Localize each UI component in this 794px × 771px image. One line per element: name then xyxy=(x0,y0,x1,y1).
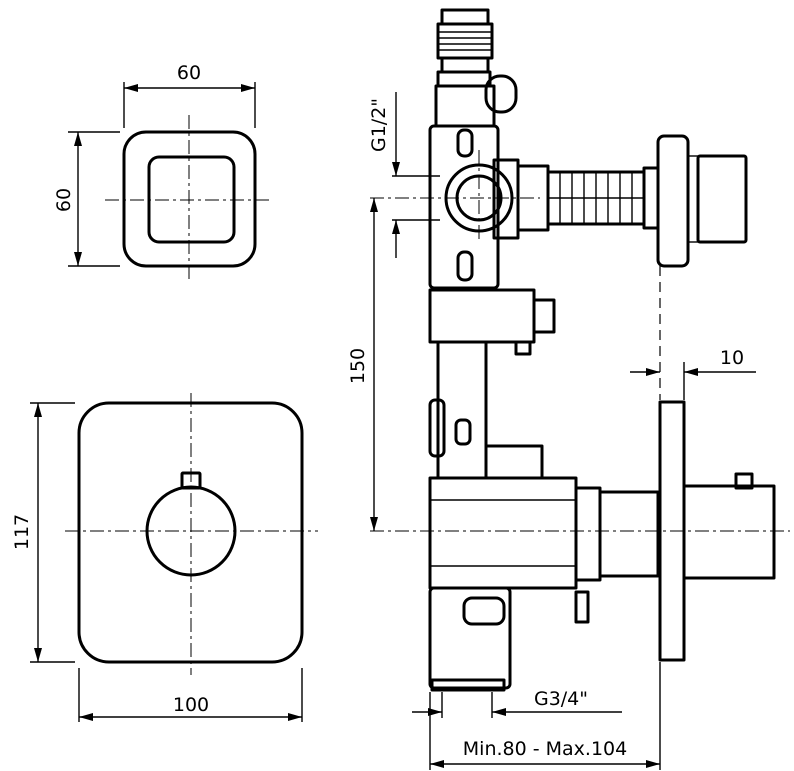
dim-label-small-height: 60 xyxy=(53,188,75,212)
bottom-outlet-body xyxy=(428,586,512,690)
dim-small-plate-height: 60 xyxy=(53,131,120,267)
dim-large-plate-height: 117 xyxy=(11,402,75,663)
dim-flange-thickness: 10 xyxy=(630,347,756,400)
dim-top-inlet-thread: G1/2" xyxy=(368,92,440,258)
dim-bottom-outlet-thread: G3/4" xyxy=(412,688,622,718)
valve-side-view xyxy=(370,8,790,692)
upper-knob xyxy=(696,154,748,244)
dim-wall-depth: Min.80 - Max.104 xyxy=(429,662,661,770)
dim-label-spacing: 150 xyxy=(347,348,369,384)
top-side-knob xyxy=(484,74,518,114)
dim-label-flange: 10 xyxy=(720,347,744,369)
dim-label-large-height: 117 xyxy=(11,514,33,550)
dim-label-bottom-thread: G3/4" xyxy=(534,688,588,710)
dim-large-plate-width: 100 xyxy=(78,668,303,722)
upper-block xyxy=(428,124,500,290)
mid-block xyxy=(428,288,536,344)
lower-knob xyxy=(682,484,776,580)
upper-flange xyxy=(656,134,690,268)
dim-small-plate-width: 60 xyxy=(123,62,256,128)
top-threaded-cap xyxy=(436,8,494,88)
bottom-outlet-thread xyxy=(430,678,506,692)
small-square-plate-view xyxy=(105,115,270,282)
dim-label-small-width: 60 xyxy=(177,62,201,84)
dim-label-large-width: 100 xyxy=(173,694,209,716)
large-plate-view xyxy=(65,393,318,675)
dim-label-wall-depth: Min.80 - Max.104 xyxy=(463,738,627,760)
dim-valve-spacing: 150 xyxy=(347,198,378,531)
lower-valve-body xyxy=(428,476,578,590)
dim-label-top-thread: G1/2" xyxy=(368,98,390,152)
